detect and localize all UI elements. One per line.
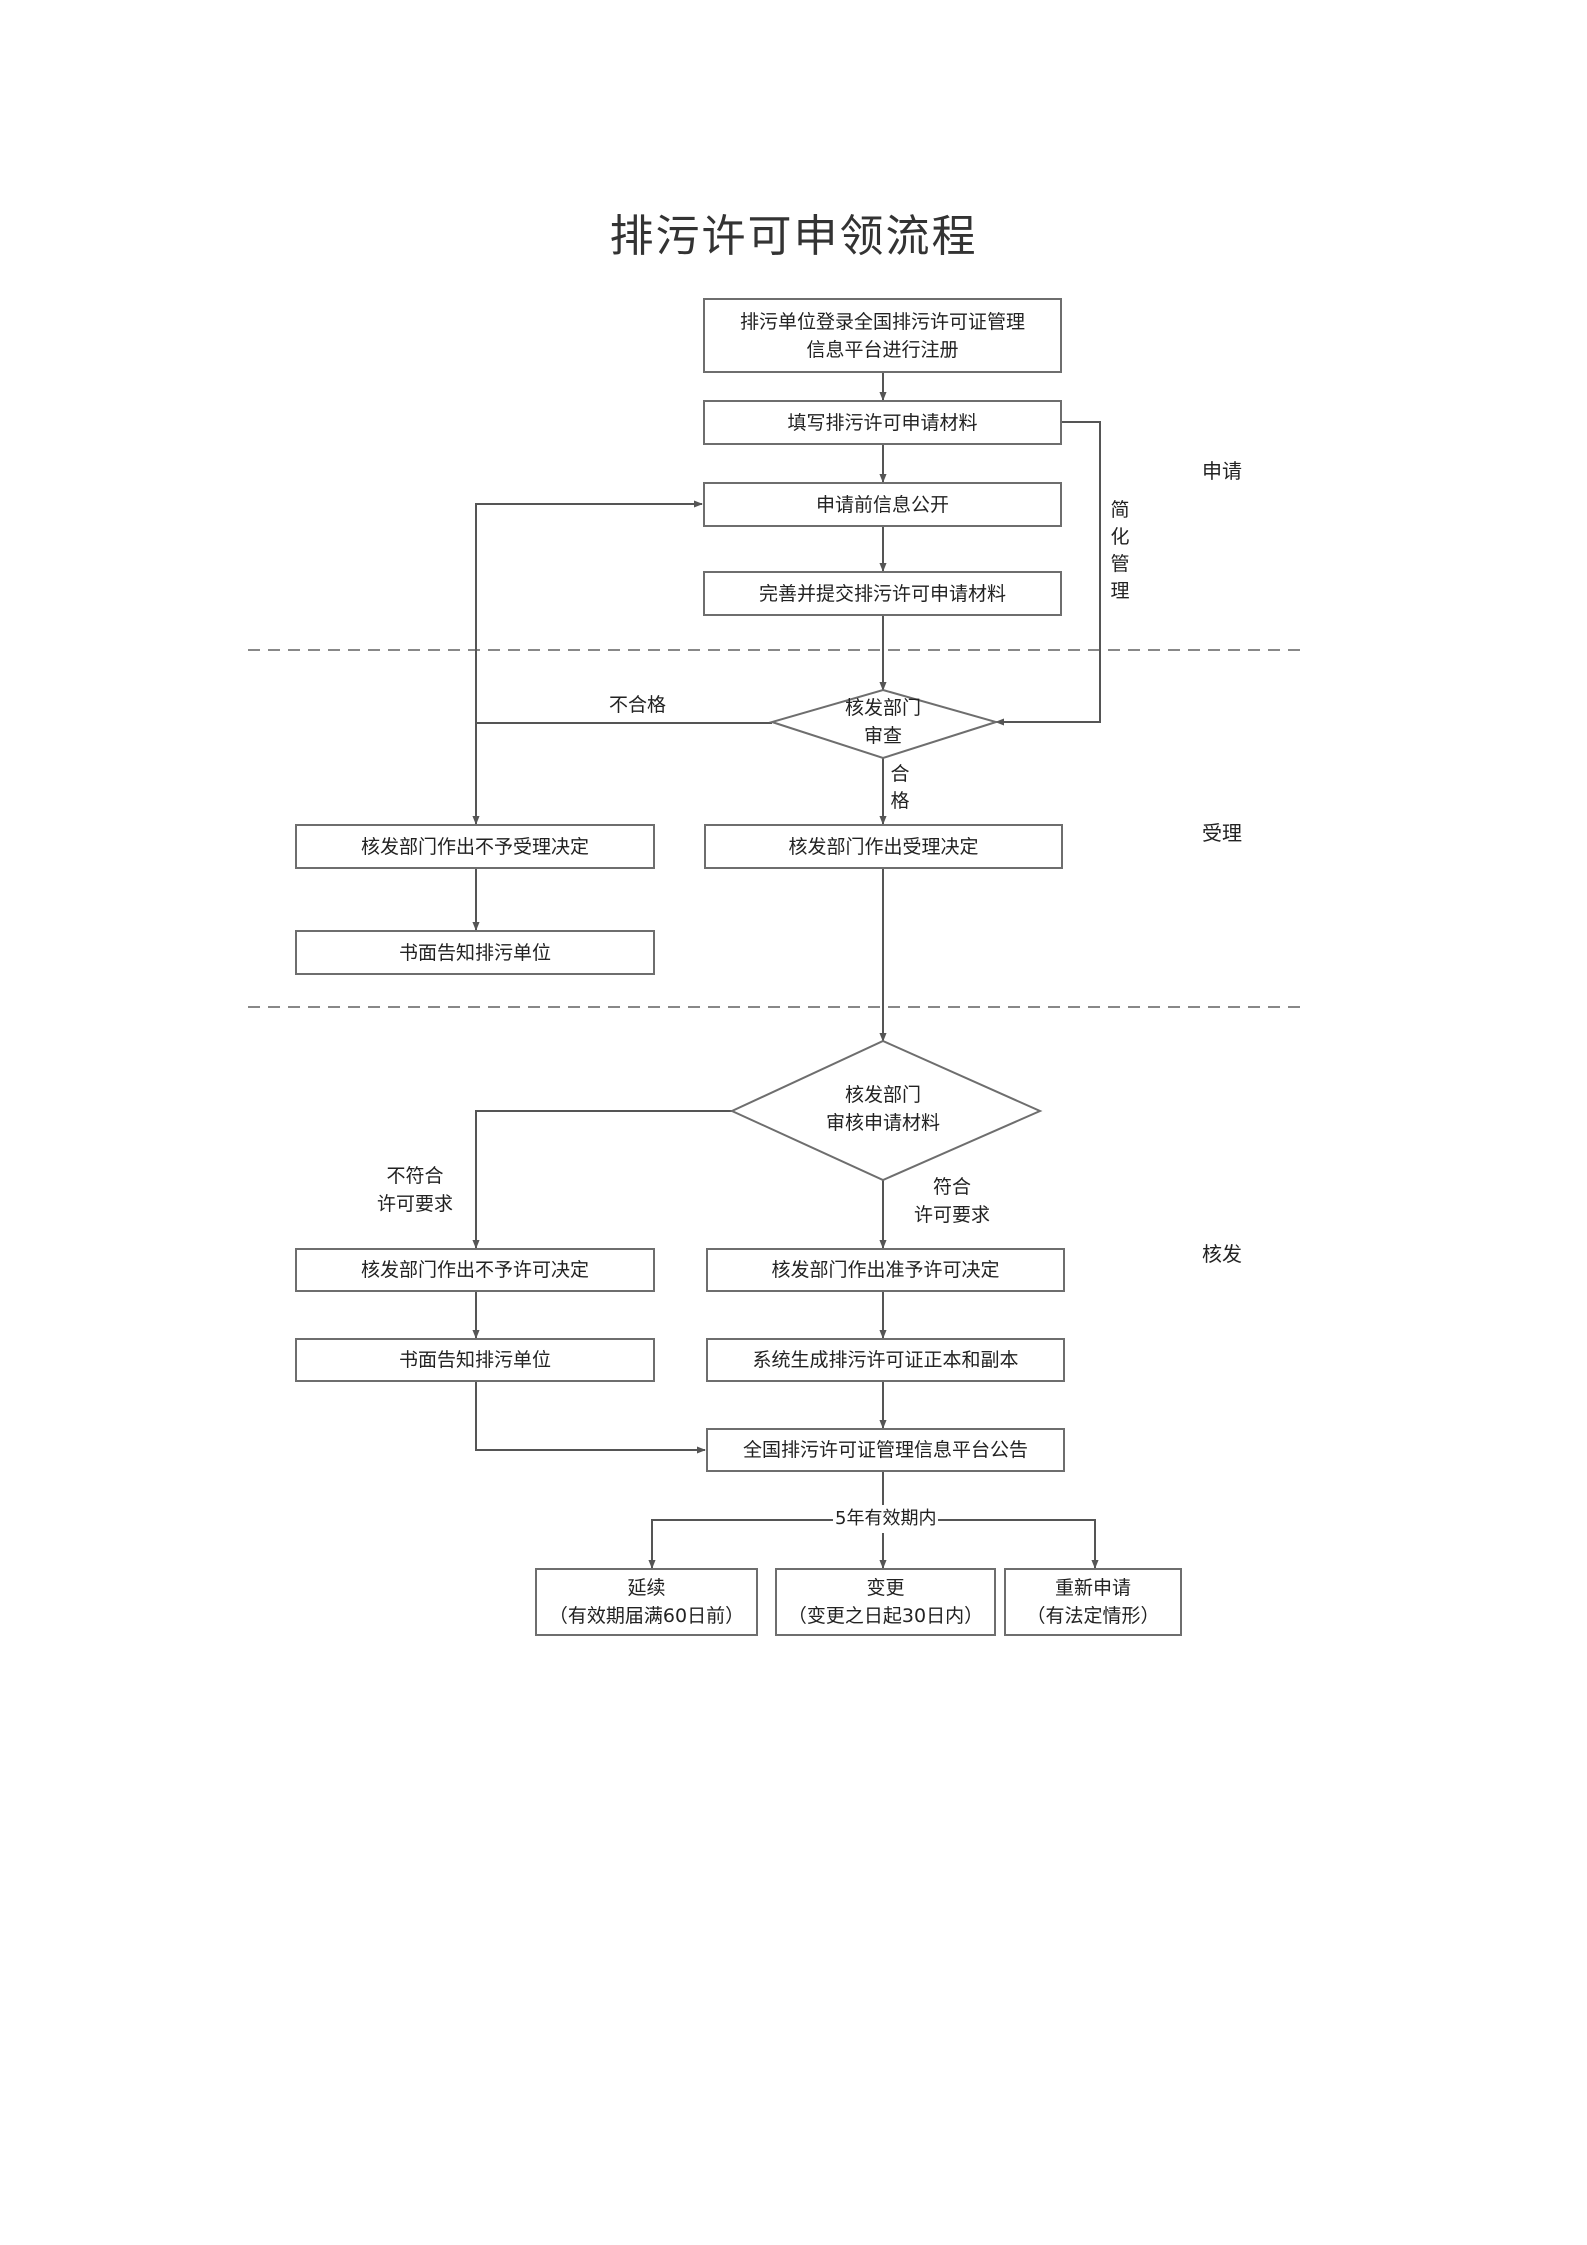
review-diamond bbox=[768, 688, 1000, 760]
review-diamond-label: 核发部门 审查 bbox=[803, 694, 963, 750]
step-disclose-label: 申请前信息公开 bbox=[815, 493, 949, 516]
step-deny-box: 核发部门作出不予许可决定 bbox=[295, 1248, 655, 1292]
edge-label-simplified: 简化管理 bbox=[1110, 499, 1130, 602]
edge-not-meet bbox=[472, 1110, 732, 1249]
edge-label-unqualified: 不合格 bbox=[609, 694, 667, 716]
reapply-line-2: （有法定情形） bbox=[1026, 1605, 1160, 1627]
meet-line-1: 符合 bbox=[932, 1176, 971, 1198]
step-generate-box: 系统生成排污许可证正本和副本 bbox=[706, 1338, 1065, 1382]
step-notify2-label: 书面告知排污单位 bbox=[398, 1349, 551, 1371]
step-register-box: 排污单位登录全国排污许可证管理 信息平台进行注册 bbox=[703, 298, 1062, 373]
not-meet-line-2: 许可要求 bbox=[376, 1193, 453, 1215]
edge-label-qualified: 合格 bbox=[890, 763, 910, 812]
phase-label-issue: 核发 bbox=[1202, 1242, 1242, 1266]
step-register-line-1: 排污单位登录全国排污许可证管理 bbox=[739, 310, 1025, 333]
step-fill-label: 填写排污许可申请材料 bbox=[787, 411, 978, 434]
edge-loop-disclose bbox=[475, 500, 703, 723]
step-register-line-2: 信息平台进行注册 bbox=[806, 338, 959, 361]
outcome-change-box: 变更 （变更之日起30日内） bbox=[775, 1568, 996, 1636]
outcome-reapply-box: 重新申请 （有法定情形） bbox=[1004, 1568, 1182, 1636]
outcome-renew-box: 延续 （有效期届满60日前） bbox=[535, 1568, 758, 1636]
step-grant-label: 核发部门作出准予许可决定 bbox=[771, 1259, 1000, 1281]
phase-label-accept: 受理 bbox=[1202, 821, 1242, 845]
review-line-2: 审查 bbox=[863, 725, 902, 747]
step-announce-label: 全国排污许可证管理信息平台公告 bbox=[742, 1439, 1028, 1461]
phase-label-apply: 申请 bbox=[1202, 459, 1242, 483]
step-reject-accept-label: 核发部门作出不予受理决定 bbox=[360, 835, 589, 858]
review-line-1: 核发部门 bbox=[844, 697, 921, 719]
step-notify1-label: 书面告知排污单位 bbox=[398, 941, 551, 964]
audit-diamond-label: 核发部门 审核申请材料 bbox=[783, 1081, 983, 1137]
page-title: 排污许可申领流程 bbox=[609, 211, 978, 262]
step-submit-box: 完善并提交排污许可申请材料 bbox=[703, 571, 1062, 616]
step-notify1-box: 书面告知排污单位 bbox=[295, 930, 655, 975]
step-accept-box: 核发部门作出受理决定 bbox=[704, 824, 1063, 869]
reapply-line-1: 重新申请 bbox=[1054, 1577, 1131, 1599]
edge-simplified bbox=[995, 421, 1101, 726]
step-grant-box: 核发部门作出准予许可决定 bbox=[706, 1248, 1065, 1292]
step-notify2-box: 书面告知排污单位 bbox=[295, 1338, 655, 1382]
audit-line-2: 审核申请材料 bbox=[825, 1112, 940, 1134]
step-disclose-box: 申请前信息公开 bbox=[703, 482, 1062, 527]
step-submit-label: 完善并提交排污许可申请材料 bbox=[758, 582, 1006, 605]
not-meet-line-1: 不符合 bbox=[386, 1165, 444, 1187]
step-fill-box: 填写排污许可申请材料 bbox=[703, 400, 1062, 445]
edge-label-meet: 符合 许可要求 bbox=[892, 1173, 1012, 1229]
renew-line-1: 延续 bbox=[627, 1577, 666, 1599]
change-line-1: 变更 bbox=[866, 1577, 905, 1599]
step-announce-box: 全国排污许可证管理信息平台公告 bbox=[706, 1428, 1065, 1472]
audit-diamond bbox=[729, 1039, 1043, 1182]
edge-label-validity: 5年有效期内 bbox=[833, 1505, 939, 1533]
meet-line-2: 许可要求 bbox=[913, 1204, 990, 1226]
renew-line-2: （有效期届满60日前） bbox=[548, 1605, 745, 1627]
audit-line-1: 核发部门 bbox=[844, 1084, 921, 1106]
edge-notify2-announce bbox=[475, 1382, 706, 1454]
step-deny-label: 核发部门作出不予许可决定 bbox=[360, 1259, 589, 1281]
change-line-2: （变更之日起30日内） bbox=[787, 1605, 984, 1627]
step-generate-label: 系统生成排污许可证正本和副本 bbox=[752, 1349, 1019, 1371]
step-reject-accept-box: 核发部门作出不予受理决定 bbox=[295, 824, 655, 869]
edge-label-not-meet: 不符合 许可要求 bbox=[355, 1162, 475, 1218]
step-accept-label: 核发部门作出受理决定 bbox=[788, 835, 979, 858]
